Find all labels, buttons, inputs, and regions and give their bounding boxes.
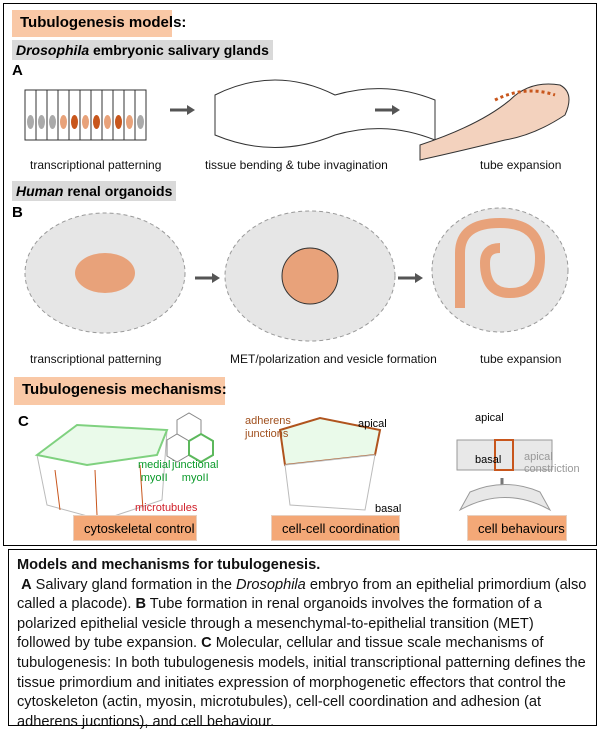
apical-label-2: apical [475,412,504,424]
figure-caption: Models and mechanisms for tubulogenesis.… [8,549,597,730]
mechanisms-illustration [34,412,553,521]
label-b-3: tube expansion [480,352,562,366]
cell-nucleus [137,115,144,129]
cell-nucleus [49,115,56,129]
caption-a-letter: A [21,576,32,593]
caption-b-letter: B [135,596,146,613]
cell-nucleus [27,115,34,129]
label-b-2: MET/polarization and vesicle formation [230,352,437,366]
cell-nucleus [126,115,133,129]
cell-nucleus [93,115,100,129]
caption-a-text1: Salivary gland formation in the [31,576,237,593]
caption-a-italic: Drosophila [236,576,306,593]
caption-c-letter: C [201,635,212,652]
caption-title: Models and mechanisms for tubulogenesis. [17,557,321,573]
models-header: Tubulogenesis models: [12,10,186,37]
cell-nucleus [104,115,111,129]
human-rest: renal organoids [63,183,173,199]
label-a-2: tissue bending & tube invagination [205,158,388,172]
basal-label: basal [375,503,402,515]
cell-nucleus [38,115,45,129]
cell-behaviours-box: cell behaviours [467,515,567,541]
microtubules-label: microtubules [135,502,198,514]
cell-nucleus [71,115,78,129]
renal-organoid-illustration [24,207,569,342]
label-b-1: transcriptional patterning [30,352,162,366]
panel-letter-a: A [12,62,23,79]
human-header: Human renal organoids [12,181,177,201]
cytoskeletal-control-box: cytoskeletal control [73,515,197,541]
figure-panel-frame [3,3,597,546]
basal-label-2: basal [475,454,502,466]
arrow-head-icon [392,105,400,115]
drosophila-header: Drosophila embryonic salivary glands [12,40,273,60]
panel-letter-c: C [18,413,29,430]
cell-cell-coordination-box: cell-cell coordination [271,515,400,541]
drosophila-italic: Drosophila [16,42,90,58]
caption-a-text2: embryo from an epithelial primordium (al… [17,576,587,613]
cell-nucleus [60,115,67,129]
arrow-head-icon [187,105,195,115]
mechanisms-header: Tubulogenesis mechanisms: [14,377,227,405]
salivary-gland-illustration [24,79,570,161]
caption-b-text: Tube formation in renal organoids involv… [17,596,542,652]
cell-nucleus [115,115,122,129]
drosophila-rest: embryonic salivary glands [89,42,269,58]
apical-label: apical [358,418,387,430]
label-a-1: transcriptional patterning [30,158,162,172]
arrow-icon [212,273,220,283]
arrow-icon [415,273,423,283]
caption-c-text: Molecular, cellular and tissue scale mec… [17,635,586,730]
human-italic: Human [16,183,64,199]
panel-letter-b: B [12,204,23,221]
cell-nucleus [82,115,89,129]
label-a-3: tube expansion [480,158,562,172]
